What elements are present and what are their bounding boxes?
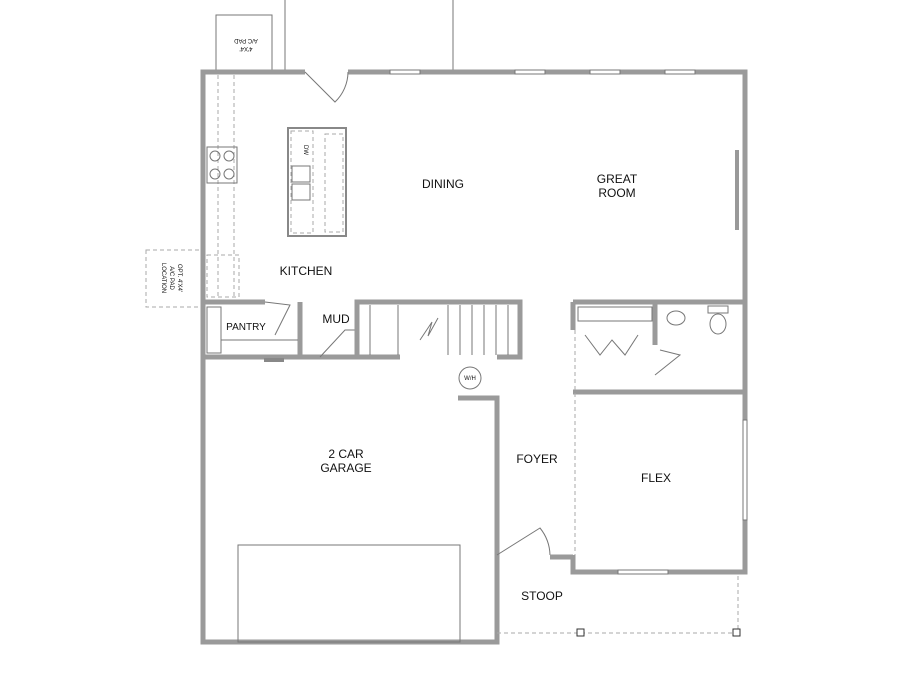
room-label-pantry: PANTRY [226, 322, 266, 333]
room-label-great-room: GREAT [597, 172, 638, 186]
fridge [206, 254, 240, 298]
island-seating [324, 133, 344, 233]
pantry-door[interactable] [264, 301, 291, 336]
water-heater [458, 366, 482, 390]
room-label-mud: MUD [322, 312, 350, 326]
stairs [369, 305, 509, 355]
shelf [206, 306, 222, 354]
cooktop [206, 146, 238, 184]
room-label-garage: 2 CAR [328, 447, 364, 461]
ac-pad-label: 4'X4'A/C PAD [234, 37, 258, 51]
closet-doors[interactable] [584, 334, 639, 356]
room-label-kitchen: KITCHEN [280, 264, 333, 278]
sink-icon [291, 183, 311, 201]
column [732, 628, 741, 637]
room-label-dining: DINING [422, 177, 464, 191]
bath-door[interactable] [654, 349, 682, 376]
opt-ac-pad-label: OPT. 4'X4'A/C PADLOCATION [160, 263, 182, 293]
closet-shelf [577, 306, 653, 322]
toilet-icon [709, 313, 727, 335]
kitchen-island [287, 127, 347, 237]
island-counter [290, 130, 314, 234]
column [576, 628, 585, 637]
stair-wall [354, 299, 523, 360]
back-door[interactable] [304, 71, 349, 103]
sink-icon [291, 165, 311, 183]
stoop-edge [497, 575, 739, 634]
sink-icon [666, 310, 686, 326]
front-door[interactable] [496, 527, 551, 556]
room-label-foyer: FOYER [516, 452, 558, 466]
dishwasher-label: DW [302, 145, 308, 155]
garage-door [237, 544, 461, 643]
mud-door[interactable] [319, 329, 358, 358]
windows [389, 69, 748, 575]
exterior-wall [570, 302, 748, 575]
garage-wall [458, 395, 500, 555]
toilet-tank [707, 305, 729, 314]
burners-icon [209, 150, 235, 180]
exterior-wall [348, 69, 748, 302]
exterior-wall [200, 69, 500, 645]
vent [264, 358, 284, 362]
room-label-garage-2: GARAGE [320, 461, 371, 475]
room-label-flex: FLEX [641, 471, 671, 485]
room-label-great-room-2: ROOM [598, 186, 635, 200]
room-label-stoop: STOOP [521, 589, 563, 603]
water-heater-label: W/H [464, 376, 476, 382]
